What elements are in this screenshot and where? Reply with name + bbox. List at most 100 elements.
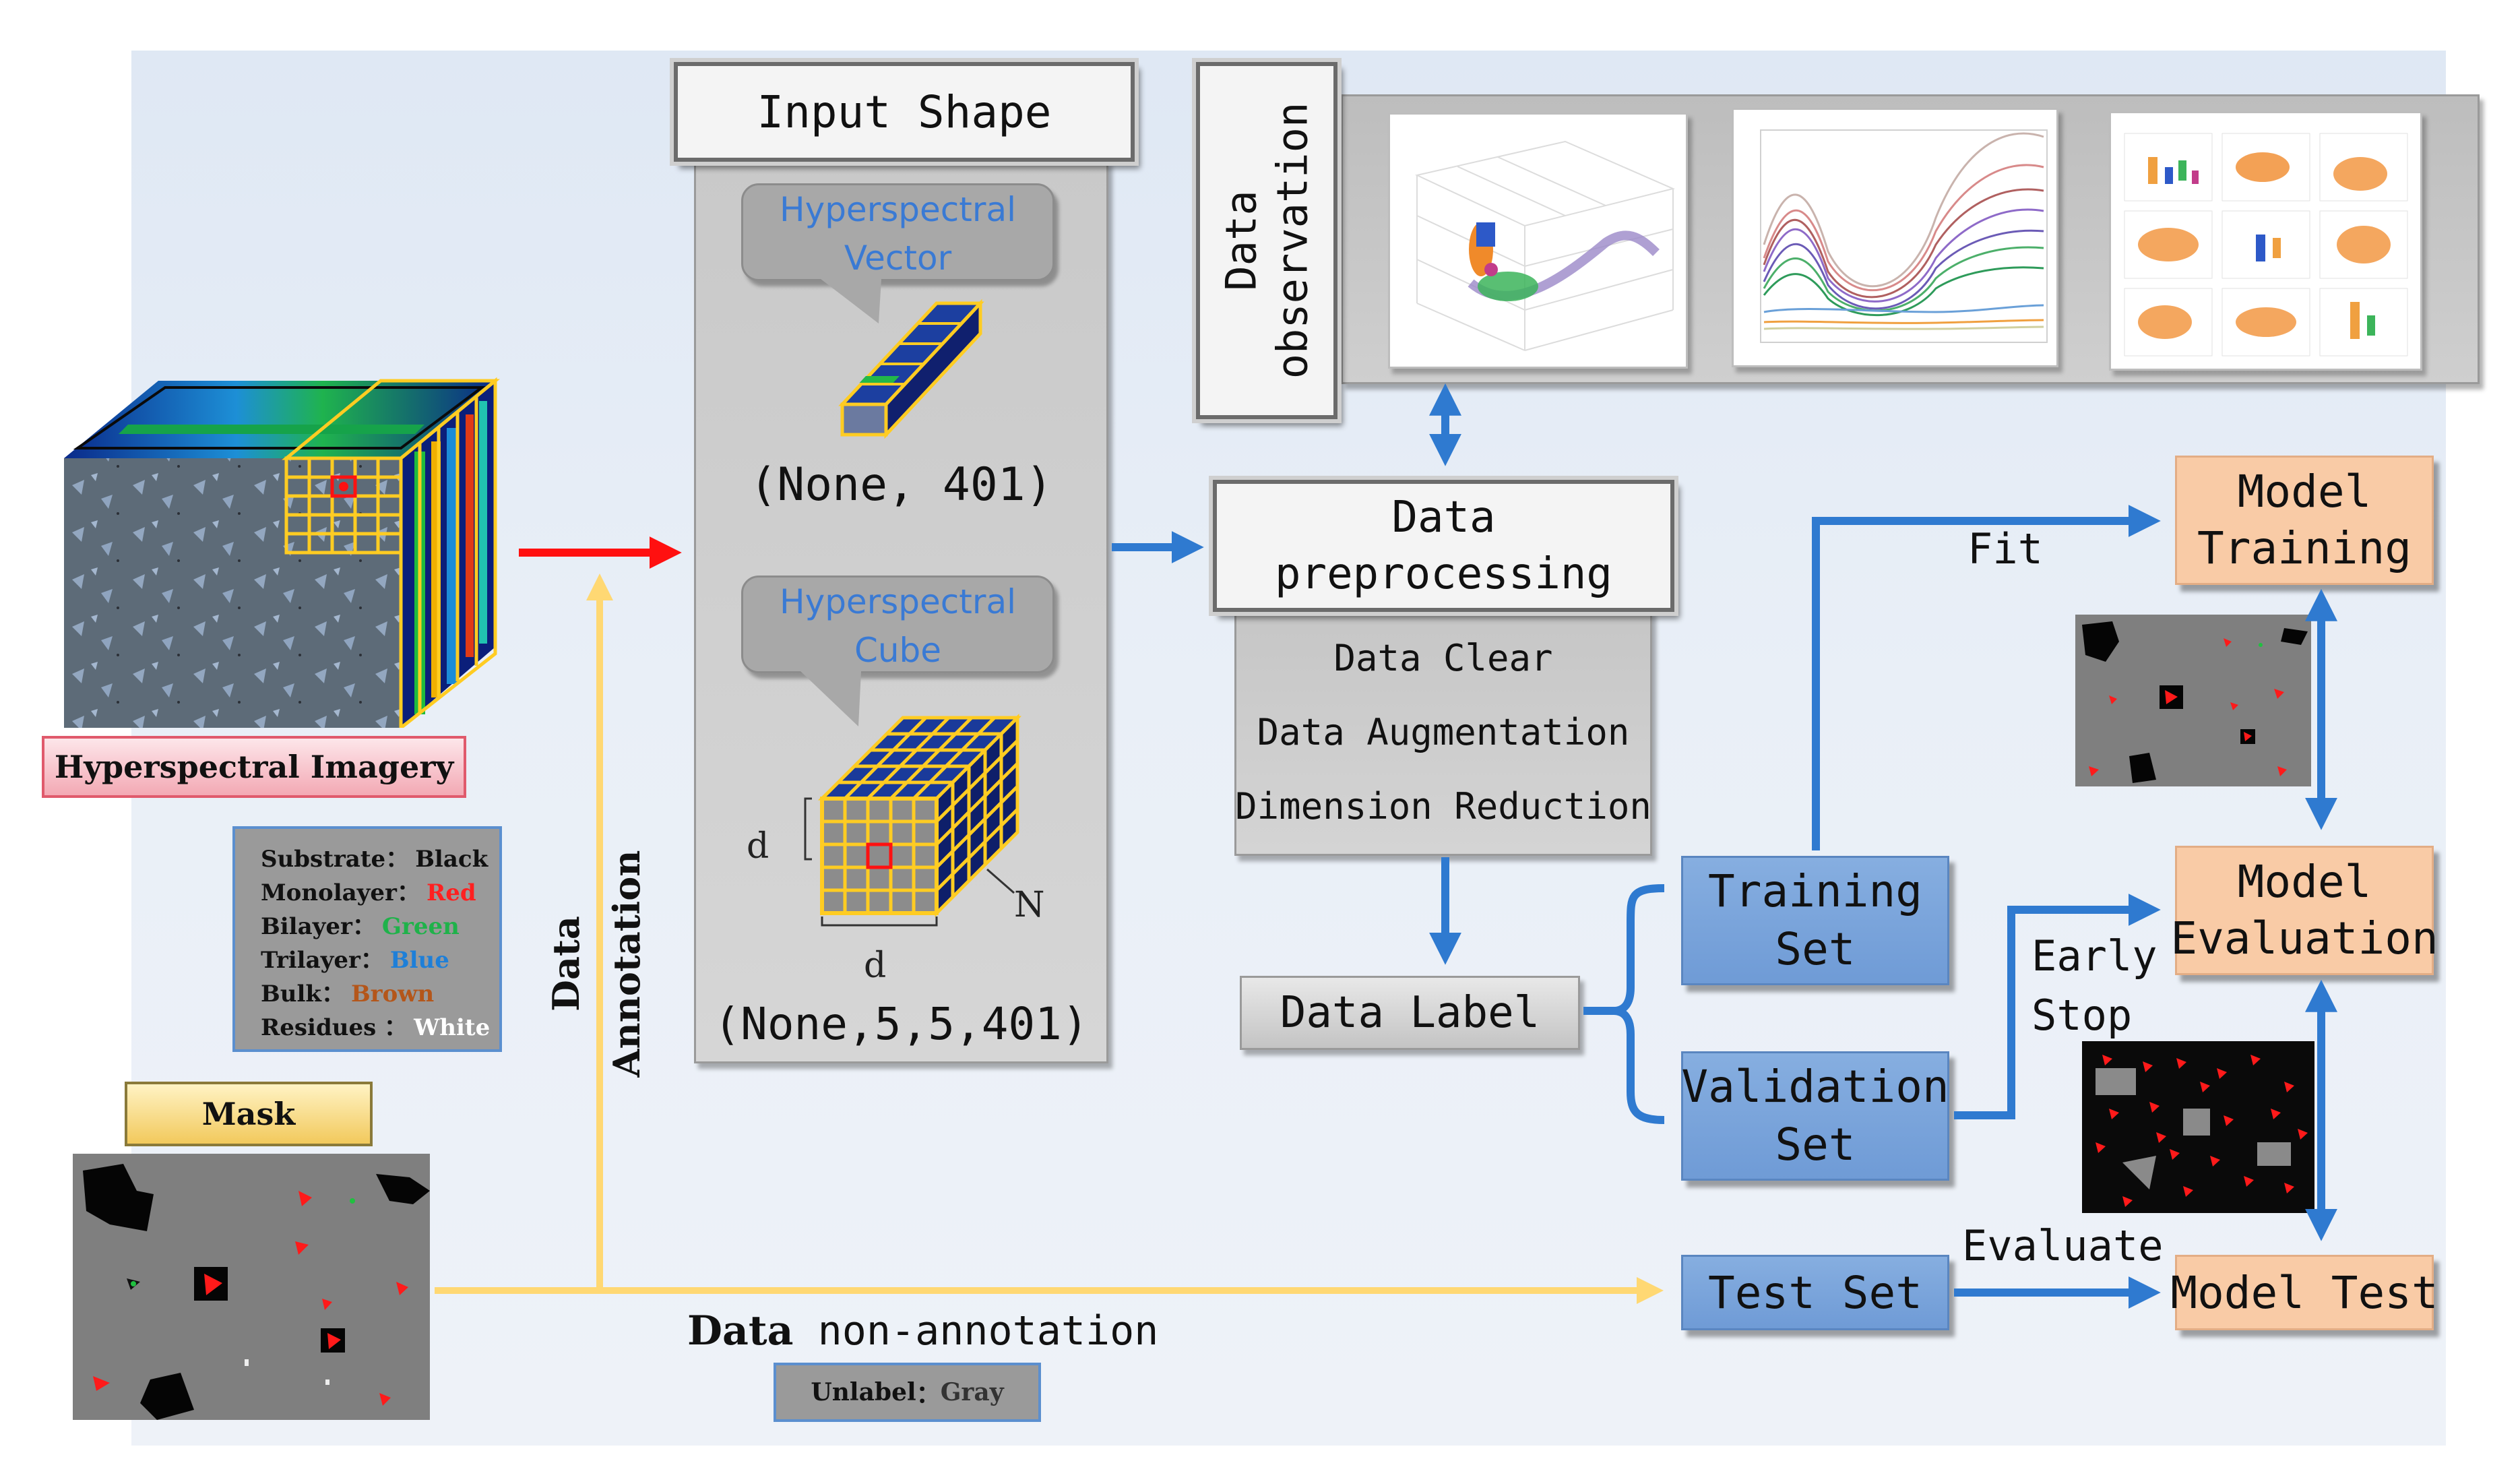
stop-text: Stop [2031, 991, 2133, 1040]
legend-separator: ： [360, 947, 383, 974]
legend-class-name: Substrate [261, 846, 386, 873]
cube-n-text: N [1014, 885, 1045, 925]
validation-set-line2: Set [1775, 1119, 1856, 1171]
model-evaluation-line1: Model [2237, 856, 2372, 908]
legend-separator: ： [376, 1014, 408, 1041]
data-label-box: Data Label [1240, 976, 1580, 1050]
data-observation-title: Data observation [1196, 62, 1337, 419]
legend-color-name: Green [381, 913, 460, 940]
hyperspectral-cube-bubble: Hyperspectral Cube [741, 576, 1054, 673]
arrow-early-stop [1954, 894, 2161, 1119]
legend-color-name: Black [415, 846, 489, 873]
vector-shape-text: (None, 401) [749, 458, 1053, 511]
split-brace [1583, 884, 1665, 1124]
legend-row: Bulk：Brown [261, 977, 499, 1011]
step-dimension-reduction-text: Dimension Reduction [1235, 785, 1651, 828]
model-test-text: Model Test [2170, 1266, 2438, 1319]
observation-3d-scatter-thumbnail [1388, 113, 1688, 369]
legend-separator: ： [321, 981, 344, 1007]
input-shape-title: Input Shape [674, 62, 1135, 162]
vector-bubble-line1: Hyperspectral [780, 190, 1016, 229]
cube-d-bottom-label: d [864, 945, 886, 986]
evaluate-label: Evaluate [1962, 1221, 2164, 1270]
legend-row: Trilayer：Blue [261, 943, 499, 977]
input-shape-title-text: Input Shape [757, 86, 1052, 138]
preprocessing-line1: Data [1391, 493, 1496, 542]
data-non-annotation-label: Data non-annotation [687, 1307, 1158, 1355]
legend-class-name: Trilayer [261, 947, 360, 974]
legend-class-name: Bulk [261, 981, 321, 1007]
legend-row: Residues ：White [261, 1011, 499, 1045]
step-data-augmentation-text: Data Augmentation [1257, 711, 1630, 753]
model-training-line2: Training [2197, 522, 2412, 574]
training-set-box: Training Set [1681, 856, 1949, 985]
legend-separator: ： [385, 846, 409, 873]
vector-shape-label: (None, 401) [694, 452, 1108, 519]
model-evaluation-box: Model Evaluation [2170, 846, 2438, 975]
data-non-annotation-rest: non-annotation [793, 1307, 1159, 1355]
validation-set-line1: Validation [1681, 1061, 1949, 1113]
legend-color-name: Brown [350, 981, 435, 1007]
step-data-clear-text: Data Clear [1333, 637, 1553, 679]
hyperspectral-imagery-text: Hyperspectral Imagery [54, 749, 454, 785]
hyperspectral-cube-figure [815, 704, 1038, 920]
data-non-annotation-bold: Data [687, 1307, 794, 1355]
cube-bubble-line1: Hyperspectral [780, 582, 1016, 621]
cube-dimension-brackets [785, 792, 1041, 947]
preprocessing-step-data-augmentation: Data Augmentation [1234, 711, 1652, 753]
arrow-fit [1812, 505, 2161, 850]
evaluate-text: Evaluate [1962, 1221, 2164, 1270]
legend-row: Monolayer：Red [261, 876, 499, 910]
model-training-box: Model Training [2175, 456, 2434, 585]
legend-color-name: Red [426, 879, 476, 906]
unlabel-name: Unlabel [811, 1378, 916, 1406]
legend-class-name: Residues [261, 1014, 377, 1041]
cube-bubble-tail [800, 671, 861, 728]
fit-text: Fit [1967, 524, 2043, 573]
observation-spectra-thumbnail [1732, 108, 2058, 367]
data-label-text: Data Label [1280, 988, 1540, 1038]
training-mask-thumbnail [2075, 615, 2311, 786]
training-set-line2: Set [1775, 923, 1856, 975]
legend-color-name: Blue [389, 947, 449, 974]
legend-row: Bilayer：Green [261, 910, 499, 943]
unlabel-gray-box: Unlabel：Gray [774, 1363, 1041, 1422]
cube-d-bottom-text: d [864, 945, 887, 986]
data-preprocessing-title: Data preprocessing [1213, 480, 1674, 612]
evaluation-prediction-thumbnail [2082, 1041, 2314, 1213]
cube-d-side-text: d [747, 826, 769, 867]
model-test-box: Model Test [2170, 1255, 2438, 1330]
validation-set-box: Validation Set [1681, 1051, 1949, 1181]
cube-shape-label: (None,5,5,401) [694, 991, 1108, 1058]
legend-row: Substrate：Black [261, 842, 499, 876]
hyperspectral-vector-bubble: Hyperspectral Vector [741, 183, 1054, 281]
test-set-box: Test Set [1681, 1255, 1949, 1330]
model-evaluation-line2: Evaluation [2170, 912, 2438, 964]
unlabel-sep: ： [916, 1380, 941, 1408]
hyperspectral-vector-figure [836, 297, 990, 445]
legend-separator: ： [396, 879, 420, 906]
hyperspectral-cube-image [64, 377, 522, 732]
legend-class-name: Monolayer [261, 879, 397, 906]
unlabel-value: Gray [940, 1378, 1004, 1406]
legend-separator: ： [352, 913, 375, 940]
observation-pairplot-thumbnail [2109, 111, 2422, 371]
cube-n-label: N [1014, 885, 1045, 925]
cube-d-side-label: d [747, 826, 769, 867]
mask-image [73, 1154, 430, 1420]
preprocessing-step-data-clear: Data Clear [1234, 637, 1652, 679]
cube-shape-text: (None,5,5,401) [714, 998, 1089, 1050]
mask-label-text: Mask [201, 1096, 296, 1132]
cube-bubble-line2: Cube [854, 631, 942, 670]
preprocessing-step-dimension-reduction: Dimension Reduction [1234, 785, 1652, 828]
hyperspectral-imagery-label: Hyperspectral Imagery [42, 736, 466, 798]
preprocessing-steps-panel [1234, 610, 1652, 856]
fit-label: Fit [1967, 524, 2043, 573]
vector-bubble-line2: Vector [844, 239, 952, 278]
vector-bubble-tail [821, 279, 881, 325]
legend-class-name: Bilayer [261, 913, 352, 940]
legend-color-name: White [414, 1014, 491, 1041]
